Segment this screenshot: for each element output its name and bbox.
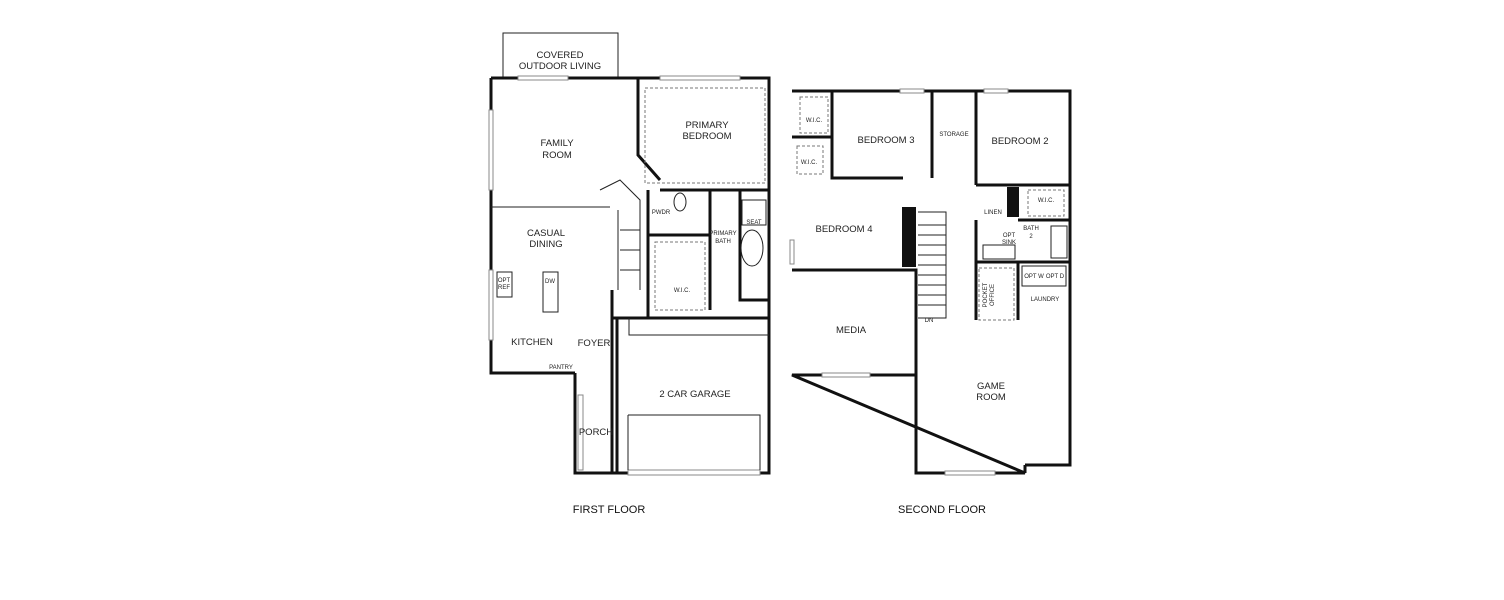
label-porch: PORCH [579, 427, 613, 438]
label-primary-bath-1: PRIMARY [709, 231, 736, 237]
window [899, 88, 925, 94]
label-ref: REF [498, 285, 510, 291]
label-opt: OPT [498, 278, 511, 284]
garage-interior [627, 318, 769, 470]
label-wic-2: W.I.C. [801, 160, 818, 166]
window [488, 109, 494, 191]
label-wic-3: W.I.C. [1038, 198, 1055, 204]
label-wic-1: W.I.C. [806, 118, 823, 124]
label-dn: DN [925, 318, 934, 324]
first-floor-caption: FIRST FLOOR [573, 504, 646, 516]
second-floor-plan: W.I.C. W.I.C. BEDROOM 3 STORAGE BEDROOM … [789, 88, 1072, 516]
second-floor-caption: SECOND FLOOR [898, 504, 986, 516]
label-opt-sink-1: OPT [1003, 233, 1016, 239]
refrigerator [496, 271, 513, 298]
label-casual-dining: DINING [529, 239, 562, 250]
window [983, 88, 1009, 94]
label-foyer: FOYER [578, 338, 611, 349]
label-family-room: ROOM [542, 150, 572, 161]
label-wic: W.I.C. [674, 288, 691, 294]
first-floor-exterior-walls [489, 76, 771, 475]
label-family: FAMILY [540, 138, 574, 149]
window [488, 269, 494, 341]
window [821, 372, 871, 378]
shower [741, 199, 767, 226]
label-office: OFFICE [990, 284, 996, 306]
first-floor-plan: COVERED OUTDOOR LIVING FAMILY ROOM PRIMA… [488, 32, 771, 516]
label-seat: SEAT [746, 220, 762, 226]
washer-dryer [1021, 265, 1067, 287]
window [517, 75, 569, 81]
label-bath-2: 2 [1029, 234, 1033, 240]
window [659, 75, 741, 81]
label-covered: COVERED [537, 50, 584, 61]
bathtub [740, 229, 764, 267]
label-primary: PRIMARY [685, 120, 729, 131]
label-bath: BATH [1023, 226, 1039, 232]
wic-shelving [796, 145, 824, 175]
label-garage: 2 CAR GARAGE [659, 389, 730, 400]
wic-shelving [799, 96, 829, 134]
label-game-room: ROOM [976, 392, 1006, 403]
label-bedroom-2: BEDROOM 2 [991, 136, 1048, 147]
label-outdoor-living: OUTDOOR LIVING [519, 61, 601, 72]
wall-chase [902, 207, 916, 267]
garage-door [627, 469, 761, 476]
interior-walls [610, 78, 769, 380]
wall-chase [1007, 187, 1019, 217]
label-dw: DW [545, 279, 555, 285]
primary-bedroom-ceiling [644, 87, 766, 184]
label-bedroom-3: BEDROOM 3 [857, 135, 914, 146]
vanity [982, 244, 1016, 260]
porch-column [577, 394, 584, 471]
label-primary-bedroom: BEDROOM [682, 131, 731, 142]
label-pantry: PANTRY [549, 365, 573, 371]
label-pwdr: PWDR [652, 210, 671, 216]
window [789, 239, 795, 265]
label-laundry: LAUNDRY [1031, 297, 1060, 303]
wic-shelving [654, 241, 706, 311]
wic-shelving [1027, 189, 1065, 217]
label-opt-w: OPT W [1024, 274, 1044, 280]
pocket-office-area [978, 267, 1015, 321]
interior-walls [792, 91, 1070, 375]
label-game: GAME [977, 381, 1005, 392]
label-storage: STORAGE [939, 132, 968, 138]
label-casual: CASUAL [527, 228, 565, 239]
label-linen: LINEN [984, 210, 1002, 216]
stairs [599, 179, 641, 290]
label-opt-sink-2: SINK [1002, 240, 1016, 246]
label-kitchen: KITCHEN [511, 337, 553, 348]
label-primary-bath-2: BATH [715, 239, 731, 245]
label-bedroom-4: BEDROOM 4 [815, 224, 872, 235]
label-pocket: POCKET [983, 282, 989, 307]
sink [673, 192, 687, 212]
window [944, 470, 996, 476]
label-opt-d: OPT D [1046, 274, 1065, 280]
bathtub [1050, 225, 1068, 259]
stairs [918, 211, 947, 319]
label-media: MEDIA [836, 325, 867, 336]
kitchen-island [542, 271, 559, 313]
